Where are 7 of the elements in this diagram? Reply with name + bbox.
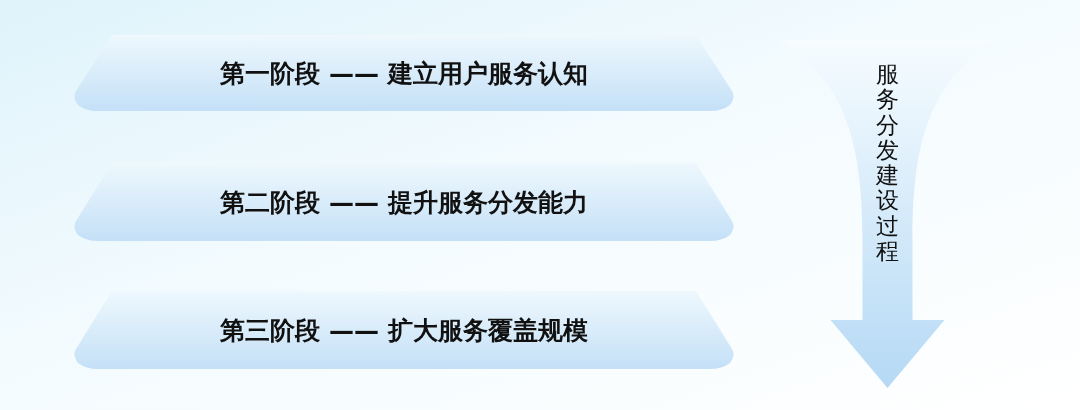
stage-title: 第二阶段 —— 提升服务分发能力 <box>220 186 588 219</box>
stage-banner <box>72 163 736 241</box>
stage-banner <box>72 291 736 369</box>
stage-title: 第三阶段 —— 扩大服务覆盖规模 <box>220 314 588 347</box>
stage-title: 第一阶段 —— 建立用户服务认知 <box>220 57 588 90</box>
process-label: 服务分发建设过程 <box>876 62 899 265</box>
stage-banner <box>72 35 736 111</box>
